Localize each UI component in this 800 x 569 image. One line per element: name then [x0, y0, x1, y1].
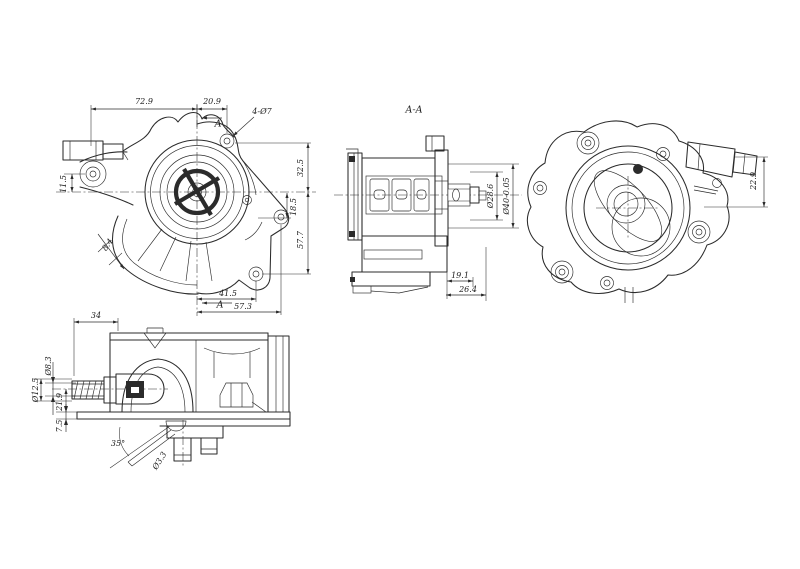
dim-front-right-lower: 57.7 [296, 231, 305, 249]
dim-front-bottom-outer: 57.3 [234, 302, 252, 311]
dim-side-base-thickness: 7.5 [55, 419, 64, 433]
dim-section-depth-outer: 26.4 [459, 285, 477, 294]
front-view-linework [56, 104, 316, 316]
section-view-linework [334, 135, 522, 301]
side-view-linework [33, 318, 291, 469]
dim-front-top-width-left: 72.9 [135, 97, 153, 106]
dim-side-port-outer: Ø12.5 [31, 377, 40, 403]
dim-front-left-offset: 11.5 [59, 175, 68, 193]
section-view-title: A-A [405, 104, 423, 116]
dim-rear-connector-offset: 22.9 [749, 172, 758, 190]
dim-section-bore-diameter: Ø28.6 [486, 183, 495, 209]
dim-side-port-bore: Ø8.3 [44, 356, 53, 376]
callout-bolt-holes: 4-Ø7 [252, 107, 272, 116]
dim-front-top-width-right: 20.9 [203, 97, 221, 106]
section-marker-a-bottom: A [216, 299, 224, 311]
rear-view-linework [527, 120, 768, 303]
dim-section-depth-inner: 19.1 [451, 271, 469, 280]
dim-side-port-height: 21.9 [55, 393, 64, 411]
dim-side-drill-angle: 35° [110, 439, 126, 448]
section-marker-a-top: A [214, 118, 222, 130]
dim-section-spigot-diameter: Ø40-0.05 [502, 177, 511, 215]
dim-side-top-width: 34 [90, 311, 102, 320]
dim-front-right-middle: 18.5 [289, 198, 298, 216]
dim-front-bottom-inner: 41.5 [219, 289, 237, 298]
dim-front-right-upper: 32.5 [296, 159, 305, 177]
